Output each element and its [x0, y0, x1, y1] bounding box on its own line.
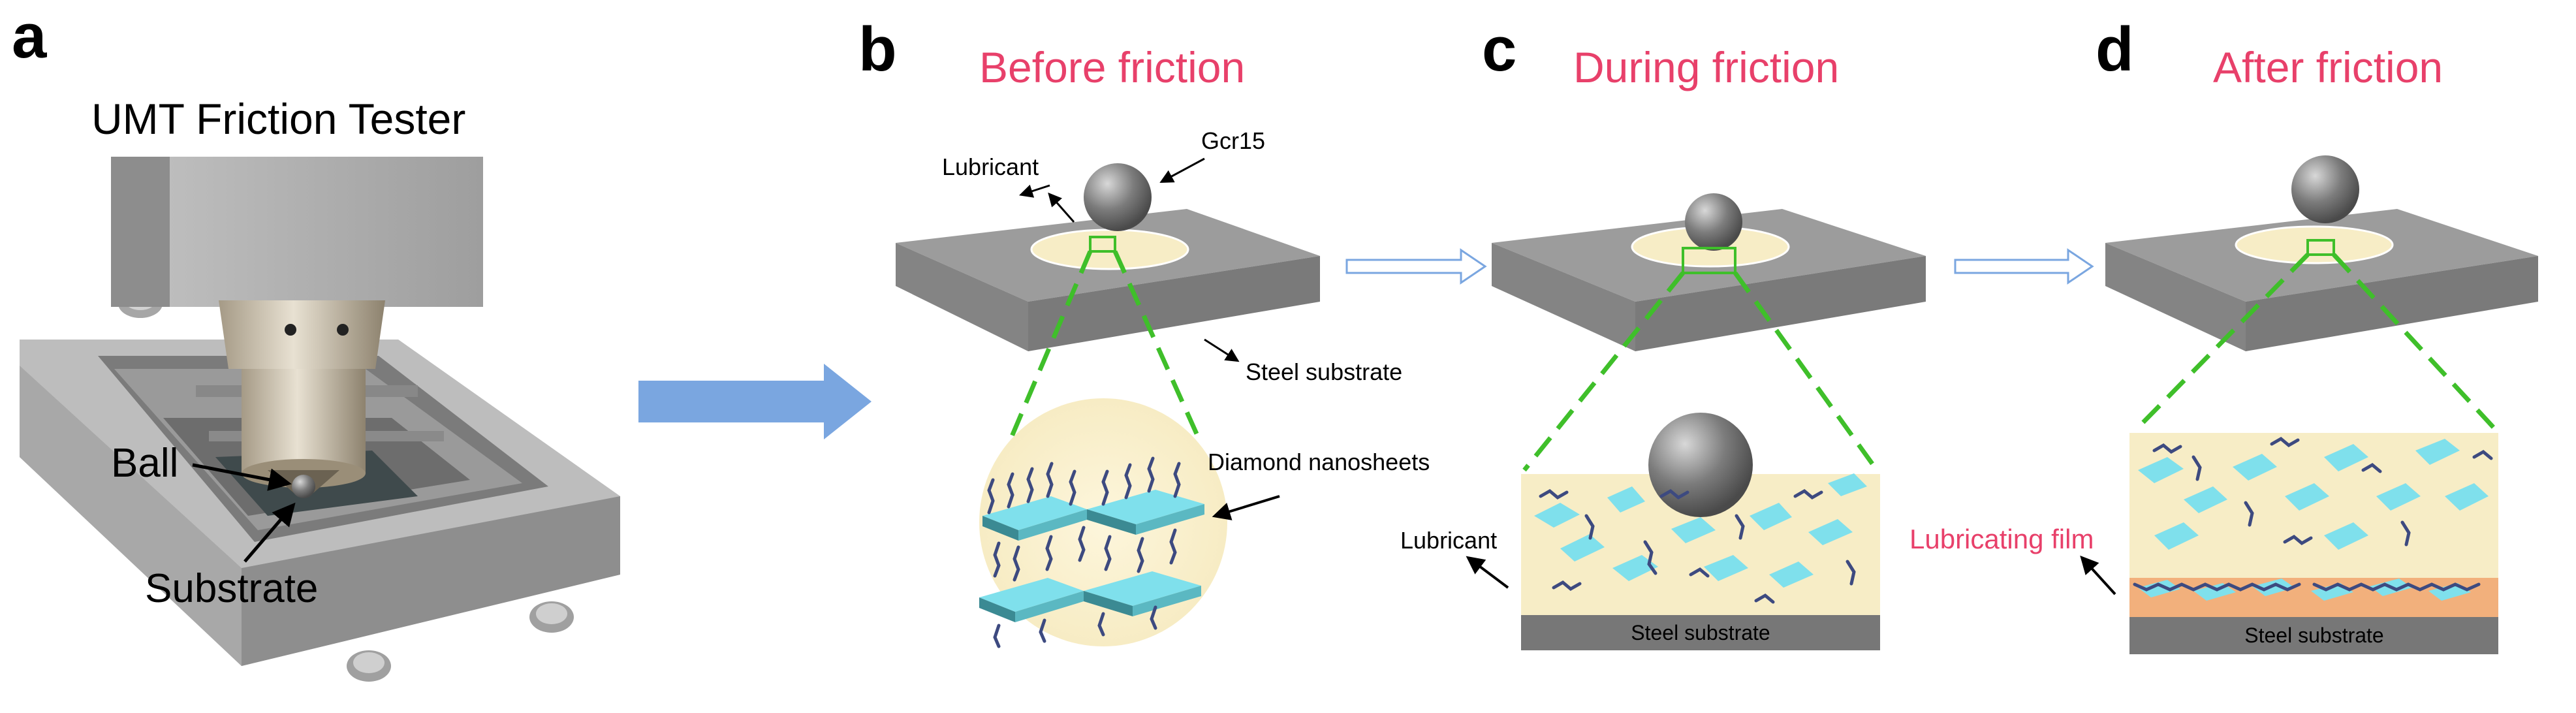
panel-b-title: Before friction: [979, 43, 1245, 91]
zoom-box: [2306, 239, 2335, 256]
transition-arrow-icon: [1345, 248, 1487, 285]
zoom-line: [2332, 253, 2496, 430]
panel-c-title: During friction: [1573, 43, 1839, 91]
label-lubricant-arrow: [1466, 556, 1509, 589]
ball-icon: [292, 475, 315, 498]
ball-icon: [1084, 163, 1152, 231]
zoom-box: [1682, 247, 1736, 274]
panel-b-letter: b: [858, 14, 897, 84]
label-ball: Ball: [111, 441, 178, 486]
label-steel: Steel substrate: [1246, 358, 1402, 385]
tester-head: [111, 157, 483, 307]
label-ball-material: Gcr15: [1201, 127, 1265, 154]
zoom-line: [1522, 271, 1685, 472]
zoom-box: [1089, 236, 1116, 253]
steel-bar: [2129, 617, 2498, 654]
dispersed-nanosheets: [2138, 439, 2489, 550]
transition-arrow-icon: [638, 364, 872, 439]
label-lubricant: Lubricant: [942, 153, 1039, 180]
label-substrate-arrow: [243, 502, 296, 563]
bolt-icon: [347, 650, 391, 682]
panel-d-letter: d: [2096, 14, 2134, 84]
label-steel: Steel substrate: [2244, 624, 2383, 647]
panel-a-letter: a: [12, 1, 47, 71]
ball-icon: [1685, 193, 1742, 251]
zoom-line: [2136, 253, 2310, 430]
molecule-chains: [1539, 488, 1856, 604]
label-nanosheets-arrow: [1212, 495, 1280, 520]
ball-icon: [1648, 413, 1753, 517]
panel-a: a UMT Friction Tester: [12, 1, 620, 682]
nanosheet-stack: [979, 490, 1204, 622]
label-film: Lubricating film: [1909, 524, 2094, 554]
panel-d-title: After friction: [2213, 43, 2443, 91]
label-lubricant-arrow: [1019, 184, 1050, 198]
panel-c-letter: c: [1482, 14, 1516, 84]
label-ball-arrow: [192, 463, 292, 491]
label-substrate: Substrate: [145, 566, 318, 611]
tester-adapter: [219, 300, 385, 493]
zoom-line: [1733, 271, 1879, 472]
label-lubricant-arrow-2: [1048, 192, 1075, 223]
steel-bar: [1521, 615, 1880, 650]
molecule-chains: [2133, 436, 2493, 592]
dispersed-nanosheets: [1534, 473, 1867, 588]
label-lubricant: Lubricant: [1400, 527, 1497, 554]
label-steel-arrow: [1204, 338, 1240, 362]
bolt-icon: [529, 601, 574, 633]
molecule-chains: [987, 456, 1181, 648]
label-film-arrow: [2080, 555, 2116, 595]
ball-icon: [2291, 155, 2359, 223]
panel-b: b Before friction Lubricant Gcr15 Steel …: [858, 14, 1430, 648]
panel-c: c During friction Steel substrate: [1400, 14, 1926, 650]
label-ball-material-arrow: [1159, 157, 1205, 183]
label-nanosheets: Diamond nanosheets: [1208, 449, 1430, 475]
panel-d: d After friction Steel substrate: [1909, 14, 2538, 654]
transition-arrow-icon: [1954, 248, 2094, 285]
lubricant-disc: [2235, 225, 2394, 264]
panel-a-title: UMT Friction Tester: [91, 95, 465, 143]
label-steel: Steel substrate: [1631, 621, 1770, 644]
